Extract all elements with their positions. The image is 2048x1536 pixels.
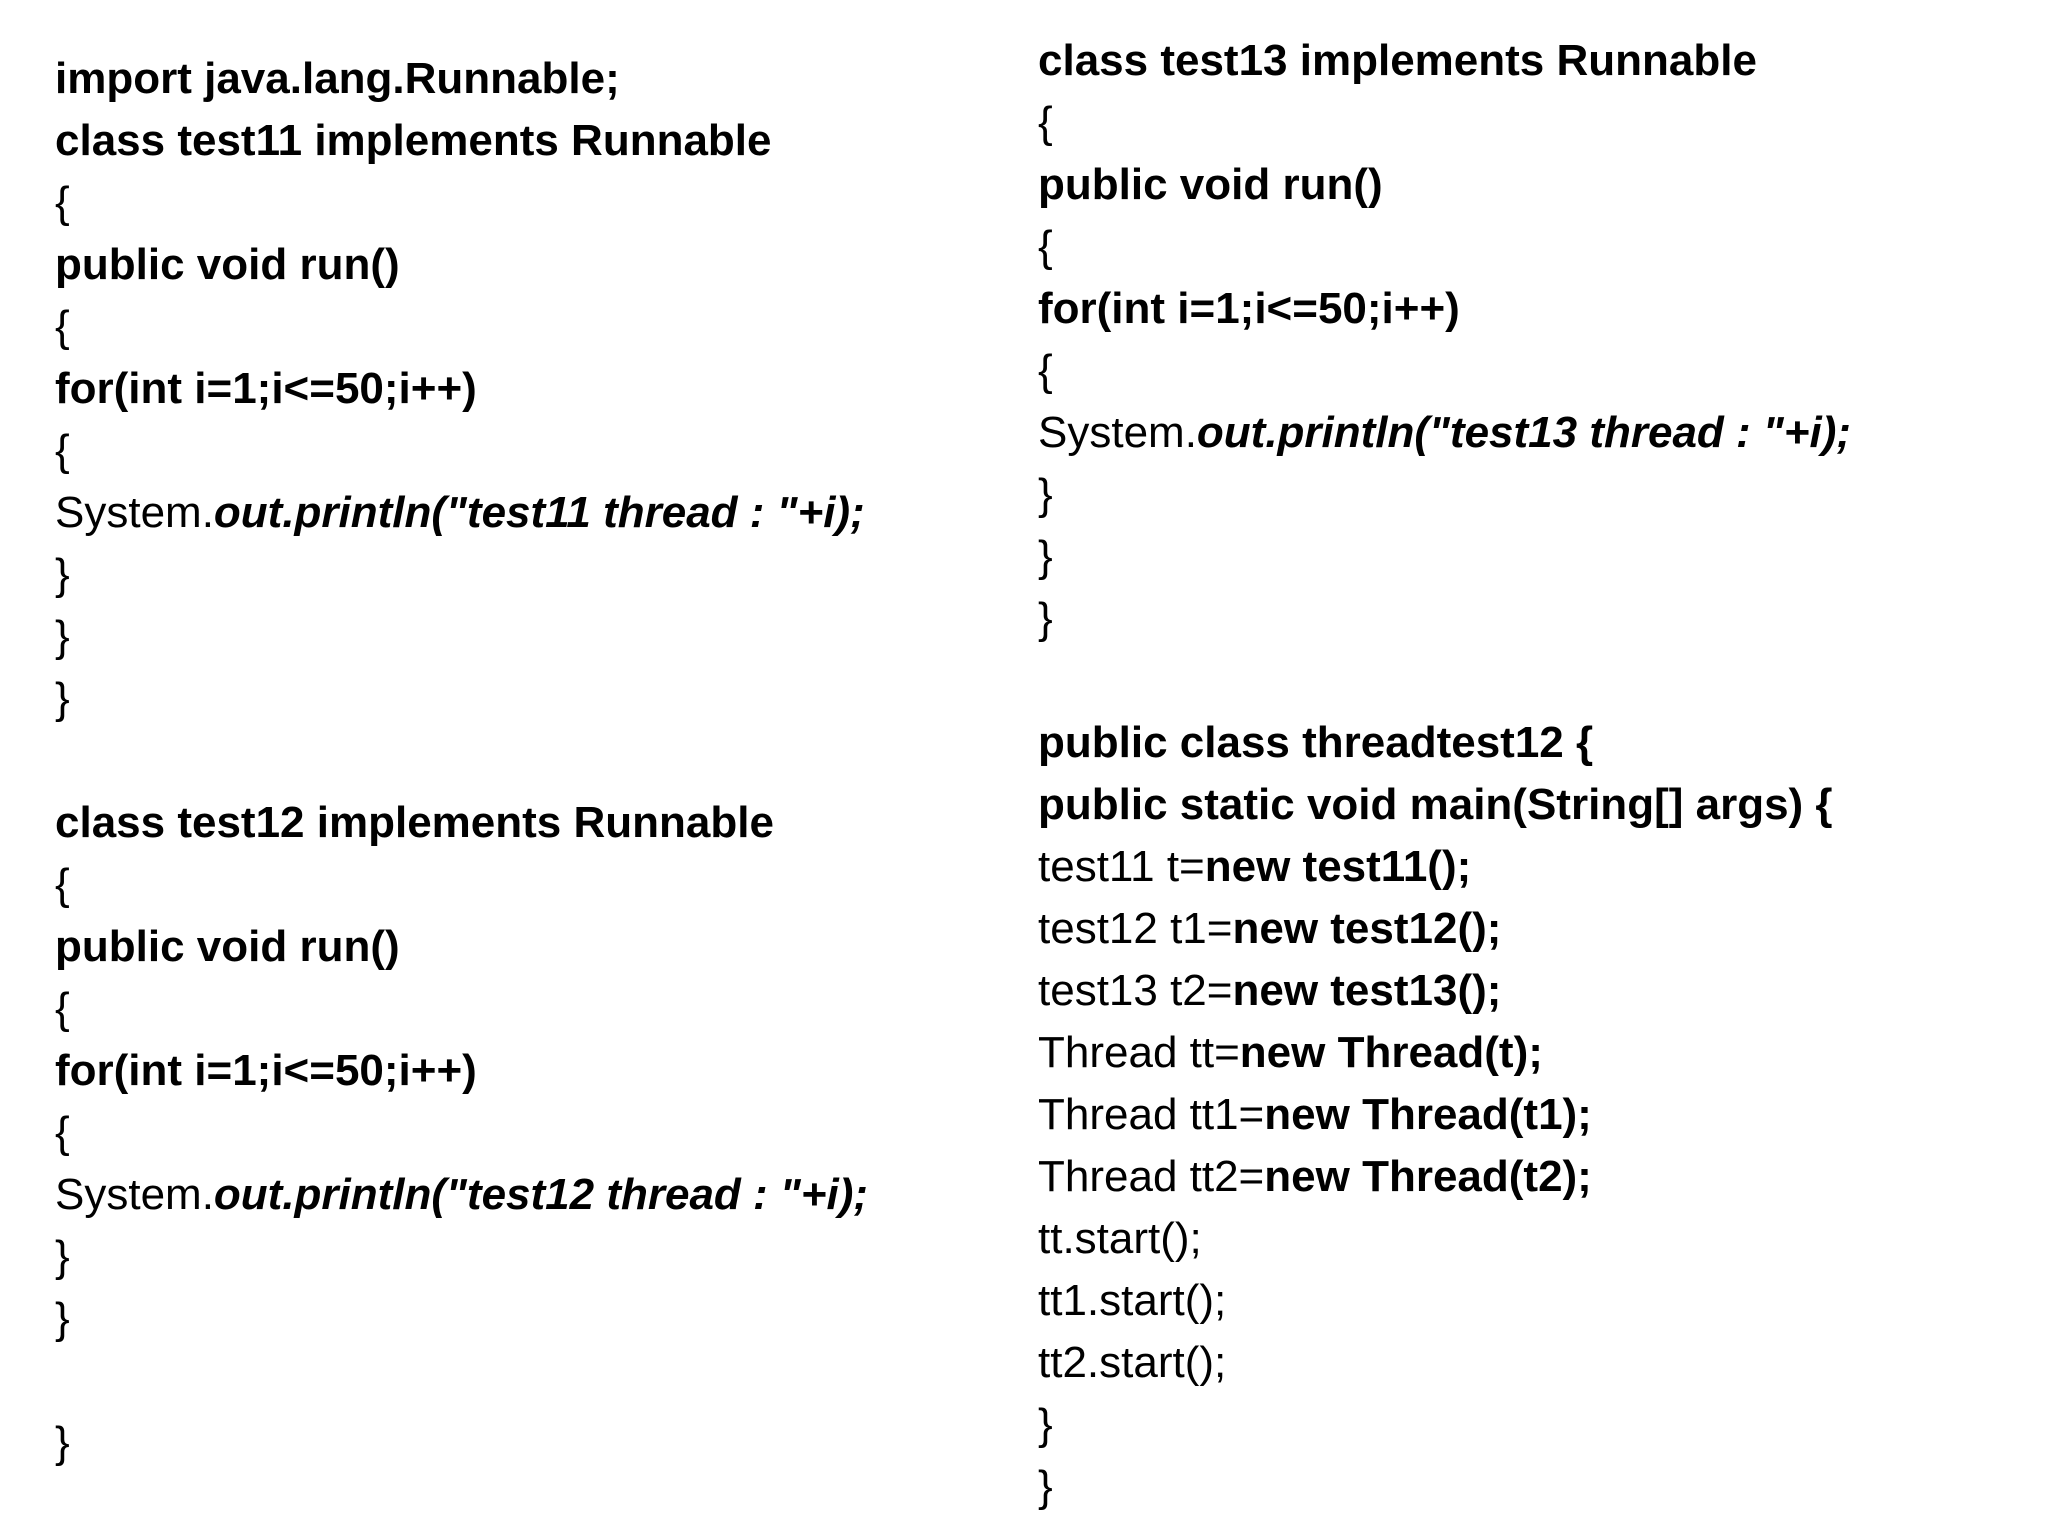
code-line: public void run()	[55, 234, 400, 296]
code-token: new test13();	[1232, 966, 1502, 1015]
code-line: }	[1038, 588, 1053, 650]
code-token: new test12();	[1232, 904, 1502, 953]
code-line: }	[1038, 1456, 1053, 1518]
code-token: for(int i=1;i<=50;i++)	[55, 364, 477, 413]
code-token: }	[1038, 1462, 1053, 1511]
code-token: for(int i=1;i<=50;i++)	[1038, 284, 1460, 333]
code-line: test13 t2=new test13();	[1038, 960, 1501, 1022]
code-line: Thread tt=new Thread(t);	[1038, 1022, 1543, 1084]
code-token: tt1.start();	[1038, 1276, 1227, 1325]
code-token: {	[55, 302, 70, 351]
code-token: }	[55, 550, 70, 599]
code-line: {	[1038, 340, 1053, 402]
code-line: }	[55, 1288, 70, 1350]
code-token: tt.start();	[1038, 1214, 1202, 1263]
code-token: }	[1038, 470, 1053, 519]
code-token: new Thread(t1);	[1264, 1090, 1592, 1139]
code-token: Thread tt=	[1038, 1028, 1240, 1077]
code-line: System.out.println("test13 thread : "+i)…	[1038, 402, 1851, 464]
code-line: {	[55, 1102, 70, 1164]
code-token: import java.lang.Runnable;	[55, 54, 620, 103]
code-token: tt2.start();	[1038, 1338, 1227, 1387]
code-line: }	[55, 544, 70, 606]
code-token: new Thread(t);	[1239, 1028, 1543, 1077]
code-line: }	[55, 1226, 70, 1288]
code-token: out.println("test12 thread : "+i);	[213, 1170, 868, 1219]
code-line: Thread tt2=new Thread(t2);	[1038, 1146, 1592, 1208]
code-line: tt2.start();	[1038, 1332, 1226, 1394]
code-token: out.println("test11 thread : "+i);	[213, 488, 865, 537]
code-line: test11 t=new test11();	[1038, 836, 1471, 898]
code-line: {	[55, 854, 70, 916]
code-token: {	[1038, 222, 1053, 271]
code-token: }	[55, 1294, 70, 1343]
code-line: import java.lang.Runnable;	[55, 48, 620, 110]
code-token: public void run()	[1038, 160, 1383, 209]
code-token: }	[55, 1418, 70, 1467]
code-line: public void run()	[1038, 154, 1383, 216]
code-line: public void run()	[55, 916, 400, 978]
code-line: Thread tt1=new Thread(t1);	[1038, 1084, 1592, 1146]
code-line: }	[55, 1412, 70, 1474]
code-token: {	[55, 860, 70, 909]
code-token: public void run()	[55, 240, 400, 289]
code-line: }	[55, 668, 70, 730]
code-line: }	[1038, 464, 1053, 526]
code-token: Thread tt2=	[1038, 1152, 1265, 1201]
code-line: public class threadtest12 {	[1038, 712, 1593, 774]
code-line: class test12 implements Runnable	[55, 792, 774, 854]
code-token: }	[1038, 594, 1053, 643]
code-token: }	[1038, 1400, 1053, 1449]
code-token: }	[1038, 532, 1053, 581]
code-line: tt1.start();	[1038, 1270, 1226, 1332]
code-line: {	[55, 420, 70, 482]
code-line: class test13 implements Runnable	[1038, 30, 1757, 92]
code-token: test13 t2=	[1038, 966, 1233, 1015]
code-token: public static void main(String[] args) {	[1038, 780, 1833, 829]
code-token: new Thread(t2);	[1264, 1152, 1592, 1201]
code-token: {	[1038, 346, 1053, 395]
code-token: {	[1038, 98, 1053, 147]
code-line: public static void main(String[] args) {	[1038, 774, 1833, 836]
code-line: {	[1038, 92, 1053, 154]
code-token: public void run()	[55, 922, 400, 971]
code-line: class test11 implements Runnable	[55, 110, 772, 172]
code-token: class test13 implements Runnable	[1038, 36, 1757, 85]
code-token: test12 t1=	[1038, 904, 1233, 953]
code-line: {	[55, 978, 70, 1040]
code-token: class test11 implements Runnable	[55, 116, 772, 165]
code-token: test11 t=	[1038, 842, 1205, 891]
code-line: test12 t1=new test12();	[1038, 898, 1501, 960]
code-line: {	[1038, 216, 1053, 278]
code-token: System.	[55, 488, 214, 537]
code-token: out.println("test13 thread : "+i);	[1196, 408, 1851, 457]
code-line: }	[1038, 526, 1053, 588]
code-line: tt.start();	[1038, 1208, 1202, 1270]
code-line: for(int i=1;i<=50;i++)	[1038, 278, 1460, 340]
code-token: public class threadtest12 {	[1038, 718, 1594, 767]
code-token: }	[55, 612, 70, 661]
code-token: class test12 implements Runnable	[55, 798, 774, 847]
code-line: for(int i=1;i<=50;i++)	[55, 358, 477, 420]
code-line: {	[55, 296, 70, 358]
code-token: }	[55, 674, 70, 723]
code-token: new test11();	[1204, 842, 1472, 891]
code-token: {	[55, 426, 70, 475]
code-token: System.	[55, 1170, 214, 1219]
code-token: {	[55, 984, 70, 1033]
code-token: {	[55, 1108, 70, 1157]
code-token: }	[55, 1232, 70, 1281]
code-line: {	[55, 172, 70, 234]
code-token: for(int i=1;i<=50;i++)	[55, 1046, 477, 1095]
code-line: }	[1038, 1394, 1053, 1456]
code-token: System.	[1038, 408, 1197, 457]
code-line: for(int i=1;i<=50;i++)	[55, 1040, 477, 1102]
code-line: System.out.println("test12 thread : "+i)…	[55, 1164, 868, 1226]
code-token: Thread tt1=	[1038, 1090, 1265, 1139]
code-token: {	[55, 178, 70, 227]
code-line: System.out.println("test11 thread : "+i)…	[55, 482, 865, 544]
code-line: }	[55, 606, 70, 668]
